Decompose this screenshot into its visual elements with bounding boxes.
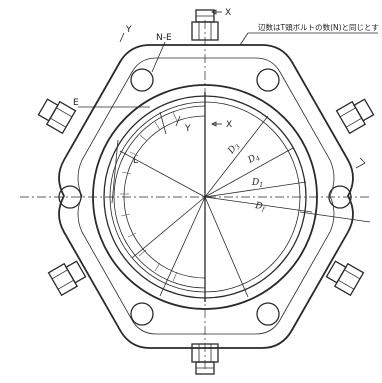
label-d4: D4 [246, 151, 262, 167]
bolt-lower-left [47, 260, 87, 297]
bolt-upper-right [335, 98, 375, 135]
dimension-lines [78, 32, 378, 204]
gasket-hatching [120, 111, 178, 282]
label-hole-count: N-E [156, 33, 172, 43]
t-head-bolts [37, 9, 375, 375]
label-x-top: X [225, 8, 231, 18]
label-d1: D1 [251, 178, 263, 189]
section-markers [119, 9, 366, 169]
outer-flange-body [58, 44, 354, 349]
bolt-top [191, 9, 219, 41]
label-x-mid: X [226, 120, 232, 130]
label-df: Df [253, 201, 267, 214]
label-d3: D3 [226, 141, 242, 157]
center-lines [20, 20, 372, 372]
label-y-mid: Y [184, 124, 191, 134]
diameter-leaders [119, 115, 371, 298]
bolt-upper-left [37, 98, 77, 135]
bolt-holes [58, 68, 352, 326]
label-l: L [133, 156, 138, 166]
label-e: E [73, 98, 79, 108]
label-y-top: Y [125, 25, 132, 35]
drawing-labels: X Y N-E E X Y L D3 D4 D1 Df 辺数はT頭ボルトの数(N… [73, 8, 379, 214]
note-side-count: 辺数はT頭ボルトの数(N)と同じとす [258, 22, 379, 32]
bolt-lower-right [325, 260, 365, 297]
bolt-bottom [191, 343, 219, 375]
